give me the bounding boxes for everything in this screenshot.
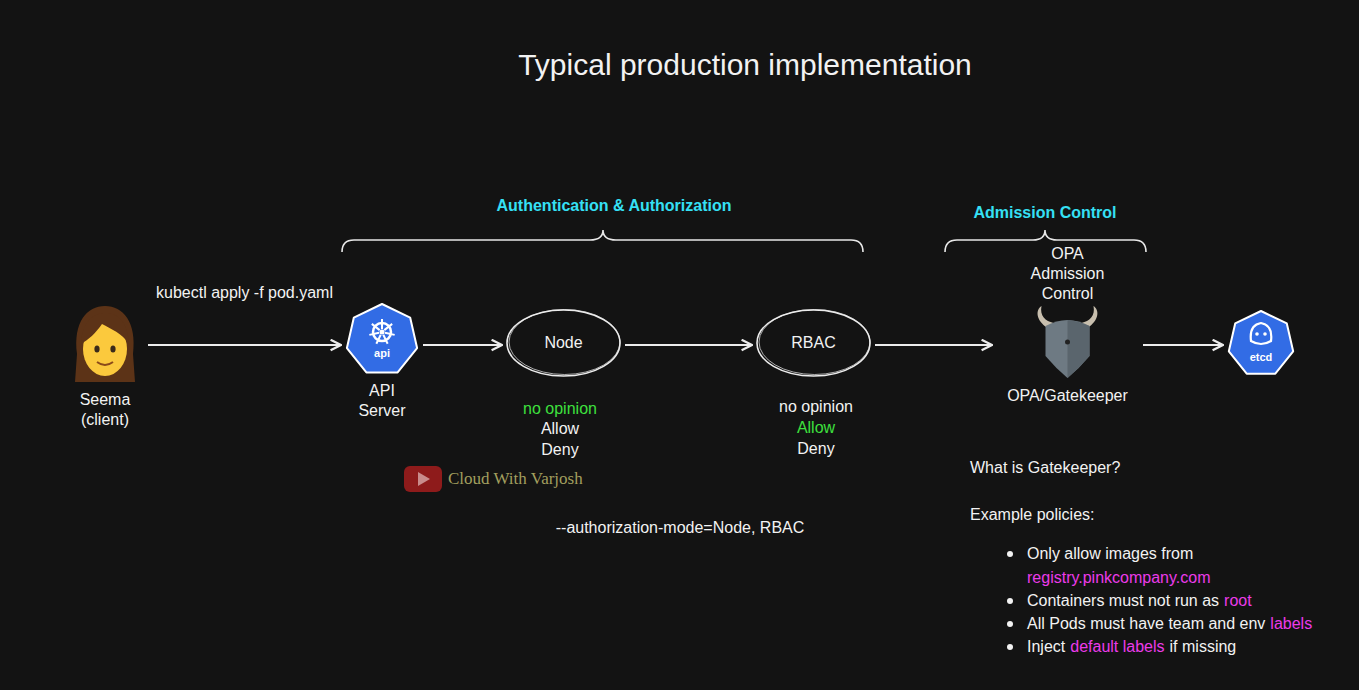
group-bracket [945,230,1146,252]
decision-option: Allow [797,418,835,438]
node-label: RBAC [791,333,835,353]
etcd-store: etcd [1226,307,1296,379]
helmet [1046,320,1090,378]
icon-text: api [344,346,420,360]
heptagon [347,304,417,372]
decision-option: Deny [541,440,578,460]
flow-arrow [625,344,752,346]
helm-spoke [372,324,380,330]
group-heading: Authentication & Authorization [497,196,732,216]
config-flag: --authorization-mode=Node, RBAC [556,518,805,538]
decision-option: Allow [541,419,579,439]
flow-arrow [423,344,502,346]
note-heading: What is Gatekeeper? [970,458,1120,478]
helm-spoke [385,333,395,335]
policy-text: Containers must not run as [1027,591,1219,611]
diagram-title: Typical production implementation [518,47,972,83]
ellipse-content: RBAC [755,308,872,378]
ellipse-stroke [759,310,870,375]
client-figure: Seema (client) [65,302,145,430]
ellipse-content: Node [505,308,622,378]
flow-arrow [148,344,341,346]
policy-text: Inject [1027,637,1065,657]
watermark: Cloud With Varjosh [448,469,583,489]
bullet-dot [1007,551,1013,557]
icon-frame: etcd [1226,307,1296,379]
icon-text: etcd [1226,350,1296,364]
bullet-dot [1007,598,1013,604]
heptagon-icon [1226,307,1296,379]
helm-hub [380,330,385,335]
helm-spoke [383,335,387,344]
mouth [97,362,113,365]
policy-highlight: labels [1270,614,1312,634]
eye [110,345,115,352]
decision-option: Deny [797,439,834,459]
eye [94,345,99,352]
hair [75,306,135,382]
node-caption: API Server [350,381,414,421]
helm-spoke [384,324,392,330]
opa-icon [995,306,1140,380]
etcd-glyph-eye [1263,332,1267,336]
helm-spoke [369,333,379,335]
policy-highlight: registry.pinkcompany.com [1027,568,1210,588]
policy-text: Only allow images from [1027,544,1193,564]
policy-highlight: default labels [1070,637,1164,657]
command-label: kubectl apply -f pod.yaml [153,283,336,303]
flow-arrow [875,344,992,346]
authorizer-circle: RBAC [755,308,872,378]
note-heading: Example policies: [970,505,1095,525]
node-heading: OPA Admission Control [1020,244,1116,304]
heptagon-icon [344,303,420,375]
youtube-play-symbol [418,472,430,486]
helm-spoke [381,319,383,329]
heptagon [1229,311,1293,374]
node-label: Node [544,333,582,353]
ellipse-stroke [757,310,870,376]
group-bracket [342,230,863,252]
helmet-shade [1068,320,1090,378]
decision-option: no opinion [523,399,597,419]
node-caption: Seema (client) [73,390,137,430]
ellipse-stroke [509,310,620,375]
policy-text: if missing [1170,637,1237,657]
person-illustration [65,302,145,386]
icon-frame: api [344,303,420,375]
etcd-glyph-eye [1255,332,1259,336]
flow-arrow [1143,344,1223,346]
bullet-dot [1007,621,1013,627]
authorizer-circle: Node [505,308,622,378]
helmet-eye [1065,340,1070,345]
bullet-dot [1007,644,1013,650]
policy-highlight: root [1224,591,1252,611]
ellipse-stroke [507,310,620,376]
admission-controller: OPA Admission ControlOPA/Gatekeeper [995,244,1140,406]
helm-spoke [376,335,380,344]
etcd-glyph [1251,323,1272,344]
youtube-logo [404,466,442,492]
policy-text: All Pods must have team and env [1027,614,1265,634]
node-caption: OPA/Gatekeeper [995,386,1140,406]
hair-fringe [81,313,129,344]
group-heading: Admission Control [973,203,1116,223]
decision-option: no opinion [779,397,853,417]
api-server-icon: apiAPI Server [344,303,420,421]
